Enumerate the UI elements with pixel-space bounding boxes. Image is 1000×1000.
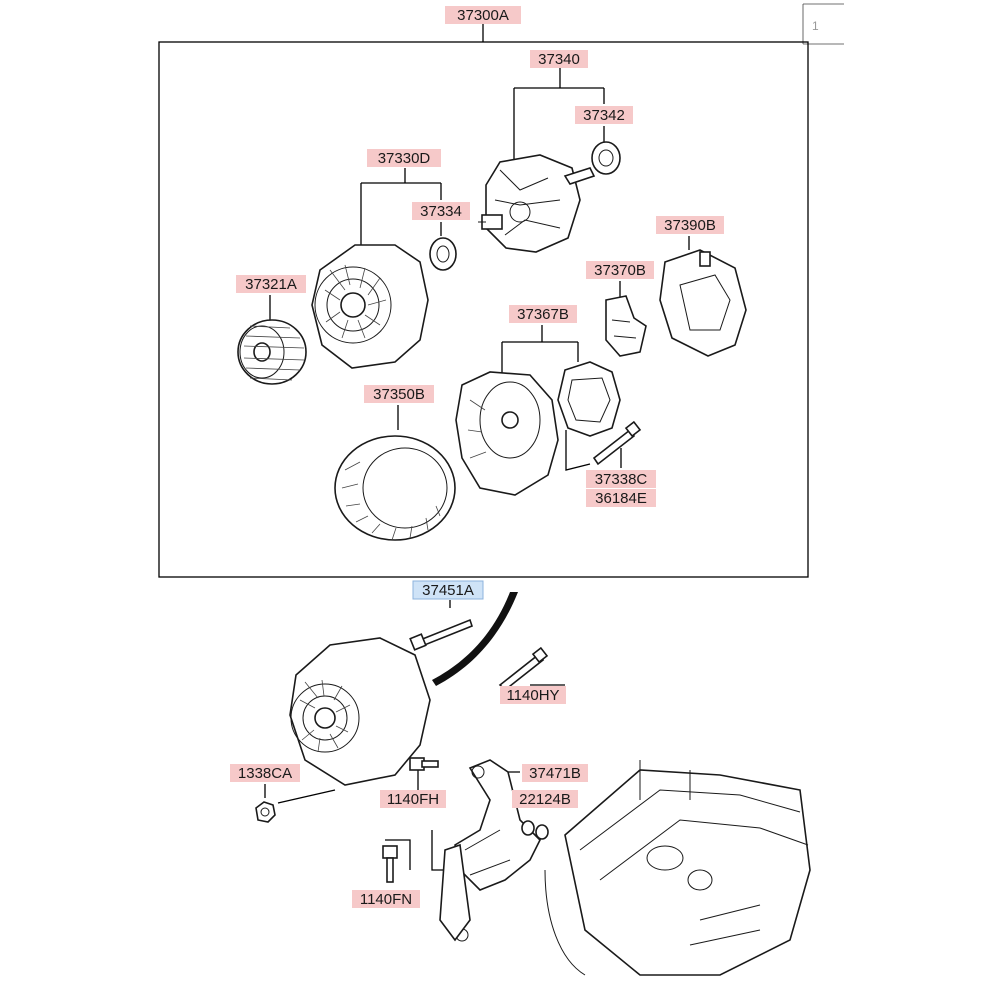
label-1140fn[interactable]: 1140FN — [352, 890, 420, 908]
leader-lines — [264, 68, 690, 871]
label-37471b[interactable]: 37471B — [522, 764, 588, 782]
svg-text:37330D: 37330D — [378, 150, 431, 167]
regulator-drawing[interactable] — [605, 295, 647, 357]
rotor-drawing[interactable] — [478, 154, 596, 253]
bushing-22124b-drawing[interactable] — [521, 820, 549, 840]
label-37300a[interactable]: 37300A — [445, 6, 521, 24]
svg-text:37340: 37340 — [538, 51, 580, 68]
svg-text:37370B: 37370B — [594, 262, 646, 279]
label-1140fh[interactable]: 1140FH — [380, 790, 446, 808]
pulley-drawing[interactable] — [237, 319, 307, 385]
label-37334[interactable]: 37334 — [412, 202, 470, 220]
label-37390b[interactable]: 37390B — [656, 216, 724, 234]
bolt-1140hy-drawing[interactable] — [498, 646, 549, 692]
nut-1338ca-drawing[interactable] — [255, 801, 276, 823]
through-bolt-drawing[interactable] — [592, 420, 642, 466]
svg-text:37350B: 37350B — [373, 386, 425, 403]
label-37330d[interactable]: 37330D — [367, 149, 441, 167]
label-36184e[interactable]: 36184E — [586, 489, 656, 507]
svg-text:37451A: 37451A — [422, 582, 474, 599]
label-22124b[interactable]: 22124B — [512, 790, 578, 808]
svg-text:22124B: 22124B — [519, 791, 571, 808]
front-bearing-drawing[interactable] — [429, 237, 457, 271]
svg-text:37321A: 37321A — [245, 276, 297, 293]
corner-mark: 1 — [802, 3, 844, 45]
drive-belt-drawing — [432, 592, 518, 686]
front-bracket-drawing[interactable] — [311, 244, 429, 369]
svg-text:1338CA: 1338CA — [238, 765, 292, 782]
svg-text:37367B: 37367B — [517, 306, 569, 323]
svg-text:37342: 37342 — [583, 107, 625, 124]
label-37367b[interactable]: 37367B — [509, 305, 577, 323]
rear-bracket-drawing[interactable] — [455, 371, 559, 496]
svg-text:37300A: 37300A — [457, 7, 509, 24]
svg-text:36184E: 36184E — [595, 490, 647, 507]
svg-text:1140FH: 1140FH — [387, 791, 439, 808]
svg-text:37471B: 37471B — [529, 765, 581, 782]
svg-text:1140HY: 1140HY — [506, 687, 559, 704]
mount-bracket-drawing[interactable] — [439, 759, 541, 942]
mounted-alternator-drawing[interactable] — [289, 637, 431, 786]
bolt-1140fn-drawing[interactable] — [382, 845, 398, 883]
label-37340[interactable]: 37340 — [530, 50, 588, 68]
label-1140hy[interactable]: 1140HY — [500, 686, 566, 704]
long-mount-bolt-drawing[interactable] — [409, 618, 473, 651]
label-37321a[interactable]: 37321A — [236, 275, 306, 293]
label-37350b[interactable]: 37350B — [364, 385, 434, 403]
bolt-1140fh-drawing[interactable] — [409, 757, 439, 771]
label-37451a[interactable]: 37451A — [412, 580, 484, 600]
label-37338c[interactable]: 37338C — [586, 470, 656, 488]
svg-text:37390B: 37390B — [664, 217, 716, 234]
stator-drawing[interactable] — [334, 435, 456, 541]
label-37370b[interactable]: 37370B — [586, 261, 654, 279]
label-37342[interactable]: 37342 — [575, 106, 633, 124]
rear-cover-drawing[interactable] — [659, 249, 747, 357]
svg-text:1140FN: 1140FN — [360, 891, 412, 908]
rectifier-drawing[interactable] — [557, 361, 621, 437]
rotor-bearing-drawing[interactable] — [591, 141, 621, 175]
corner-mark-text: 1 — [812, 19, 819, 33]
svg-text:37338C: 37338C — [595, 471, 648, 488]
label-1338ca[interactable]: 1338CA — [230, 764, 300, 782]
svg-text:37334: 37334 — [420, 203, 462, 220]
engine-block-drawing — [544, 760, 811, 976]
